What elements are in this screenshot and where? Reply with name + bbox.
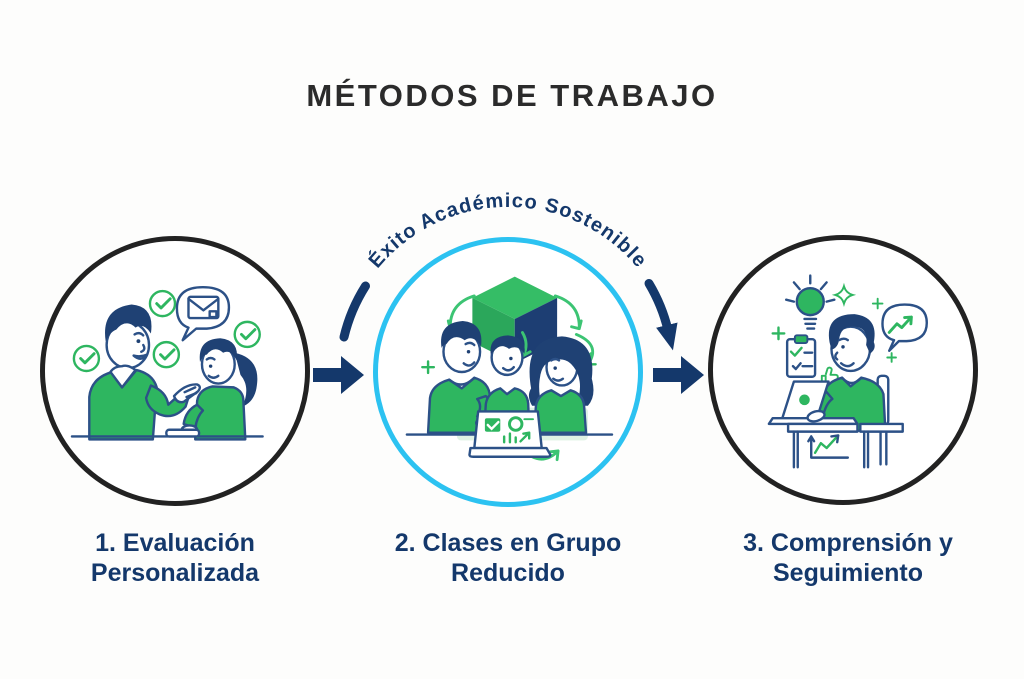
hand <box>806 409 826 423</box>
page-title: MÉTODOS DE TRABAJO <box>306 78 718 113</box>
sparkle-icon <box>421 357 597 375</box>
step-circle-3 <box>708 235 978 505</box>
envelope-icon <box>187 295 220 320</box>
flow-arrow-2 <box>653 356 704 394</box>
paper <box>165 428 201 438</box>
arc-tail <box>339 281 370 342</box>
progress-tracking-illustration <box>767 274 928 469</box>
desk <box>786 422 904 469</box>
step-label-1: 1. Evaluación Personalizada <box>90 529 260 587</box>
check-circle-icon <box>72 289 261 373</box>
laptop-icon <box>468 410 552 458</box>
sparkle-icon <box>871 297 884 310</box>
sparkle-icon <box>831 282 857 308</box>
tutor-figure <box>88 304 201 441</box>
flow-arrow-1 <box>313 356 364 394</box>
step-label-2: 2. Clases en Grupo Reducido <box>394 529 622 587</box>
lightbulb-icon <box>784 274 836 330</box>
step-label-3: 3. Comprensión y Seguimiento <box>743 529 953 587</box>
growth-bubble-icon <box>881 303 928 352</box>
student-right <box>528 336 594 434</box>
step-circle-1 <box>40 236 310 506</box>
step-circle-2 <box>373 237 643 507</box>
sparkle-icon <box>886 352 897 363</box>
tutor-student-illustration <box>70 286 264 441</box>
arc-arrow <box>644 279 678 351</box>
clipboard-icon <box>785 334 817 378</box>
group-class-illustration <box>405 276 614 462</box>
message-bubble-icon <box>175 286 231 342</box>
line-chart-icon <box>807 434 850 459</box>
sparkle-icon <box>771 326 786 341</box>
